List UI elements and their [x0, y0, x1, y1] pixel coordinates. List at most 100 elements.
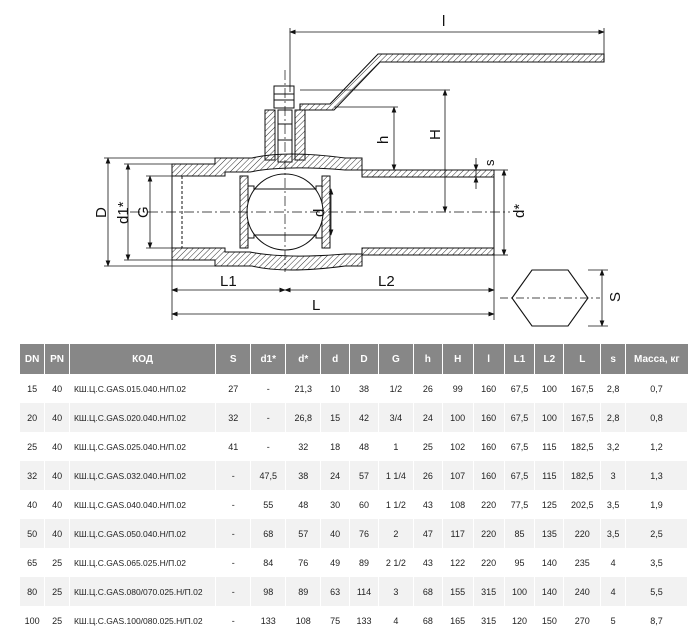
- table-cell: 80: [20, 577, 46, 606]
- table-cell: 108: [285, 606, 322, 635]
- valve-handle: [299, 53, 605, 111]
- code-cell: КШ.Ц.С.GAS.020.040.Н/П.02: [69, 403, 217, 432]
- table-cell: 182,5: [563, 432, 602, 461]
- column-header: d1*: [250, 344, 287, 374]
- table-cell: 100: [442, 403, 474, 432]
- table-cell: 120: [504, 606, 536, 635]
- code-cell: КШ.Ц.С.GAS.050.040.Н/П.02: [69, 519, 217, 548]
- table-cell: 108: [442, 490, 474, 519]
- table-cell: 67,5: [504, 403, 536, 432]
- table-cell: 4: [600, 548, 627, 577]
- label-s: s: [482, 159, 497, 166]
- table-cell: 25: [413, 432, 443, 461]
- table-cell: 40: [44, 374, 70, 403]
- code-cell: КШ.Ц.С.GAS.040.040.Н/П.02: [69, 490, 217, 519]
- table-cell: 68: [250, 519, 287, 548]
- table-cell: 24: [320, 461, 351, 490]
- table-cell: 270: [563, 606, 602, 635]
- table-cell: 43: [413, 490, 443, 519]
- label-d-star: d*: [511, 204, 528, 218]
- column-header: l: [473, 344, 505, 374]
- table-cell: 1/2: [378, 374, 414, 403]
- label-l: l: [442, 13, 445, 30]
- table-cell: -: [250, 403, 287, 432]
- table-cell: 315: [473, 606, 505, 635]
- table-cell: 8,7: [625, 606, 688, 635]
- table-cell: 26: [413, 374, 443, 403]
- column-header: G: [378, 344, 414, 374]
- table-cell: 63: [320, 577, 351, 606]
- table-cell: 155: [442, 577, 474, 606]
- table-cell: 220: [473, 490, 505, 519]
- table-cell: 4: [600, 577, 627, 606]
- dimension-labels: l H h s d* D d1* G d L1 L2 L S: [93, 13, 624, 314]
- table-cell: 18: [320, 432, 351, 461]
- label-d: d: [311, 209, 328, 217]
- label-G: G: [135, 206, 152, 218]
- code-cell: КШ.Ц.С.GAS.080/070.025.Н/П.02: [69, 577, 217, 606]
- table-cell: 40: [44, 519, 70, 548]
- table-cell: 315: [473, 577, 505, 606]
- table-cell: 15: [20, 374, 46, 403]
- table-cell: 182,5: [563, 461, 602, 490]
- table-cell: 1,2: [625, 432, 688, 461]
- dimension-lines: [104, 28, 605, 320]
- table-cell: 122: [442, 548, 474, 577]
- table-cell: 95: [504, 548, 536, 577]
- table-cell: 32: [285, 432, 322, 461]
- column-header: L2: [534, 344, 565, 374]
- table-cell: 65: [20, 548, 46, 577]
- label-L1: L1: [220, 273, 237, 290]
- valve-stem: [264, 85, 306, 163]
- table-cell: 100: [534, 403, 565, 432]
- table-cell: 160: [473, 374, 505, 403]
- table-cell: 5: [600, 606, 627, 635]
- table-cell: 5,5: [625, 577, 688, 606]
- table-cell: 60: [349, 490, 379, 519]
- table-cell: 220: [563, 519, 602, 548]
- table-cell: 15: [320, 403, 351, 432]
- table-cell: 48: [349, 432, 379, 461]
- table-cell: 135: [534, 519, 565, 548]
- table-cell: 41: [215, 432, 252, 461]
- table-cell: 98: [250, 577, 287, 606]
- table-cell: 202,5: [563, 490, 602, 519]
- table-cell: 40: [20, 490, 46, 519]
- table-cell: 55: [250, 490, 287, 519]
- table-cell: 114: [349, 577, 379, 606]
- table-cell: 167,5: [563, 374, 602, 403]
- table-cell: 3: [600, 461, 627, 490]
- table-cell: 0,7: [625, 374, 688, 403]
- table-cell: 40: [44, 490, 70, 519]
- table-cell: 100: [534, 374, 565, 403]
- table-cell: 167,5: [563, 403, 602, 432]
- label-D: D: [93, 207, 110, 218]
- table-cell: 38: [285, 461, 322, 490]
- column-header: H: [442, 344, 474, 374]
- table-cell: 160: [473, 403, 505, 432]
- table-cell: 10: [320, 374, 351, 403]
- label-h: h: [375, 136, 392, 144]
- code-cell: КШ.Ц.С.GAS.025.040.Н/П.02: [69, 432, 217, 461]
- table-cell: 2,8: [600, 403, 627, 432]
- table-cell: 1 1/4: [378, 461, 414, 490]
- ball-valve-drawing: l H h s d* D d1* G d L1 L2 L S: [93, 13, 624, 327]
- table-cell: 67,5: [504, 374, 536, 403]
- label-L: L: [312, 297, 320, 314]
- table-cell: 115: [534, 461, 565, 490]
- table-cell: 133: [349, 606, 379, 635]
- table-cell: 140: [534, 548, 565, 577]
- table-cell: 26,8: [285, 403, 322, 432]
- table-cell: 50: [20, 519, 46, 548]
- table-cell: 102: [442, 432, 474, 461]
- table-cell: 0,8: [625, 403, 688, 432]
- table-cell: 100: [504, 577, 536, 606]
- table-cell: 47: [413, 519, 443, 548]
- table-cell: 32: [215, 403, 252, 432]
- table-cell: 85: [504, 519, 536, 548]
